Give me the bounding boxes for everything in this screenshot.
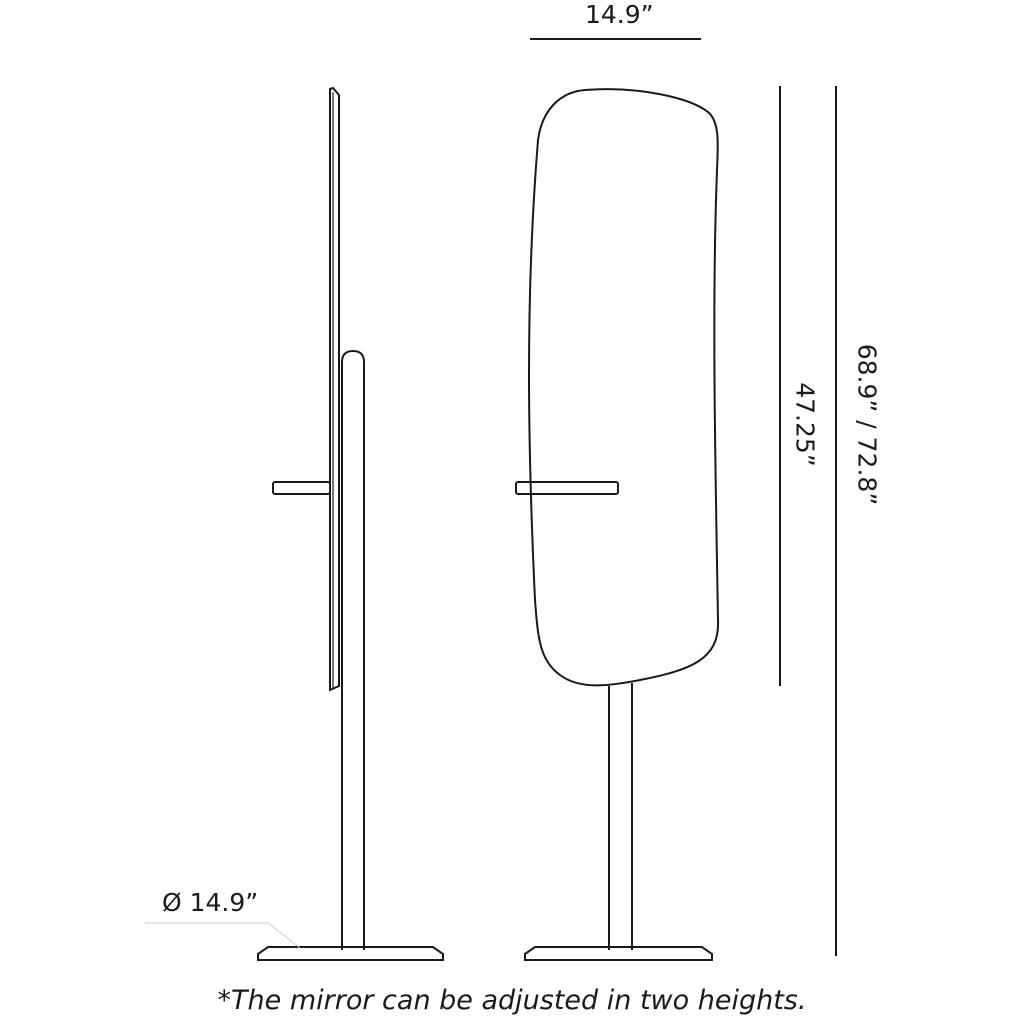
mirror-height-label: 47.25”	[790, 382, 820, 467]
side-base	[257, 946, 444, 961]
side-mirror-panel	[329, 86, 340, 692]
footnote: *The mirror can be adjusted in two heigh…	[217, 985, 807, 1016]
dimension-lines	[145, 38, 837, 956]
base-diameter-label: Ø 14.9”	[162, 888, 259, 917]
base-leader-line	[145, 922, 301, 949]
side-pole	[341, 349, 365, 950]
front-mirror	[528, 88, 720, 687]
front-pole	[608, 683, 633, 950]
side-view	[257, 86, 444, 961]
total-height-label: 68.9” / 72.8”	[852, 343, 882, 506]
front-base	[524, 946, 713, 961]
side-shelf	[272, 481, 331, 495]
front-shelf	[515, 481, 619, 495]
width-label: 14.9”	[585, 0, 654, 29]
front-view	[515, 88, 720, 961]
